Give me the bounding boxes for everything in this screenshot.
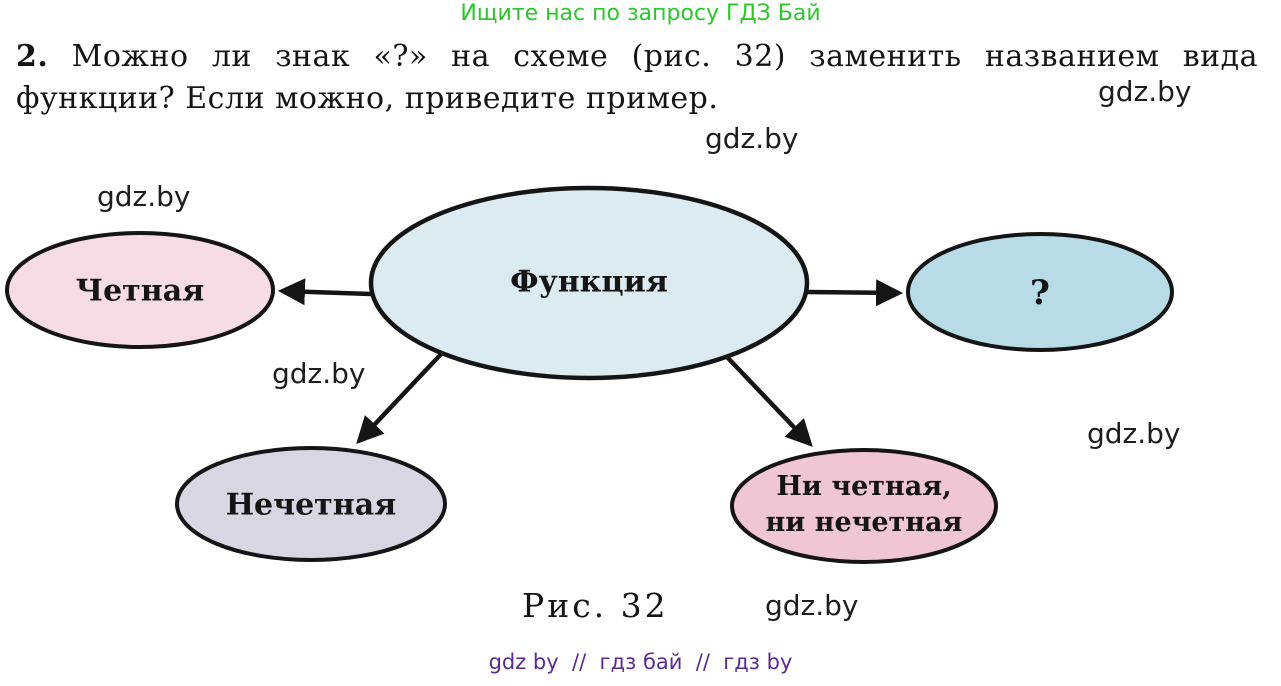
problem-line-1-text: Можно ли знак «?» на схеме (рис. 32) зам… [71, 39, 1258, 74]
problem-number: 2. [16, 39, 49, 74]
question-ellipse [906, 232, 1174, 352]
neither-node-label-line1: Ни четная, [776, 471, 952, 502]
footer-site-links: gdz by // гдз бай // гдз by [488, 650, 793, 674]
odd-node-label: Нечетная [225, 487, 397, 523]
problem-line-2: функции? Если можно, приведите пример. [16, 81, 719, 116]
neither-node-label-line2: ни нечетная [765, 507, 963, 538]
problem-line-1: 2. Можно ли знак «?» на схеме (рис. 32) … [16, 36, 1258, 78]
arrow-to-neither [725, 355, 813, 447]
arrow-to-even [277, 278, 372, 306]
question-node-label: ? [1030, 273, 1050, 313]
even-ellipse [5, 231, 275, 349]
center-node-label: Функция [510, 264, 668, 300]
neither-node-label: Ни четная, ни нечетная [765, 469, 962, 541]
watermark-gdzby: gdz.by [97, 180, 191, 213]
watermark-gdzby: gdz.by [705, 122, 799, 155]
neither-ellipse [730, 448, 998, 564]
watermark-gdzby: gdz.by [272, 357, 366, 390]
watermark-gdzby: gdz.by [1098, 75, 1192, 108]
odd-ellipse [175, 446, 447, 562]
center-ellipse-function [368, 185, 810, 381]
problem-statement: 2. Можно ли знак «?» на схеме (рис. 32) … [16, 36, 1258, 120]
figure-caption: Рис. 32 [522, 586, 669, 625]
arrow-to-unknown [806, 279, 904, 307]
arrow-to-odd [356, 350, 445, 444]
watermark-gdzby: gdz.by [1087, 417, 1181, 450]
even-node-label: Четная [75, 273, 205, 309]
watermark-gdzby: gdz.by [765, 589, 859, 622]
search-hint-banner: Ищите нас по запросу ГДЗ Бай [460, 1, 821, 26]
